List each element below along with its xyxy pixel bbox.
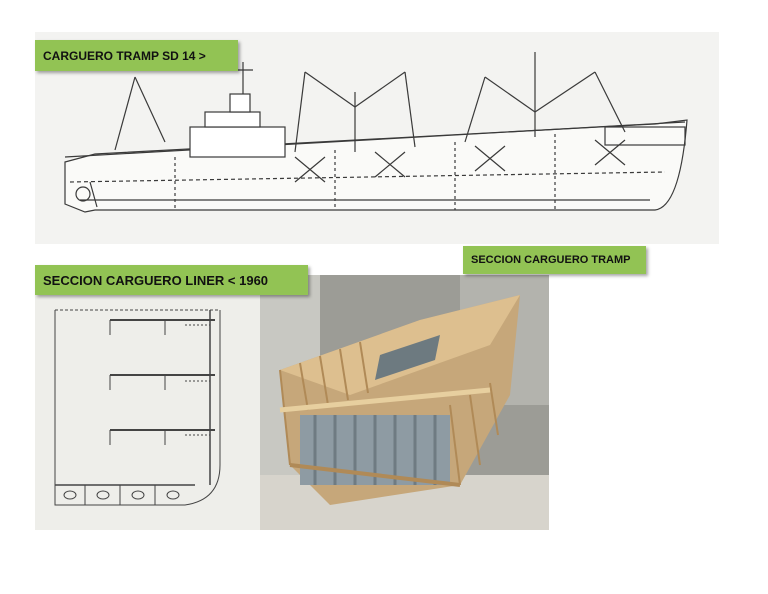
ship-profile-drawing <box>35 32 719 244</box>
label-text: CARGUERO TRAMP SD 14 > <box>43 48 206 63</box>
label-carguero-tramp: CARGUERO TRAMP SD 14 > <box>35 40 238 71</box>
label-text: SECCION CARGUERO LINER < 1960 <box>43 272 269 288</box>
label-text: SECCION CARGUERO TRAMP <box>471 254 631 266</box>
liner-section-drawing <box>35 295 260 530</box>
tramp-section-model-photo <box>260 275 549 530</box>
label-seccion-tramp: SECCION CARGUERO TRAMP <box>463 246 646 274</box>
label-seccion-liner: SECCION CARGUERO LINER < 1960 <box>35 265 308 295</box>
